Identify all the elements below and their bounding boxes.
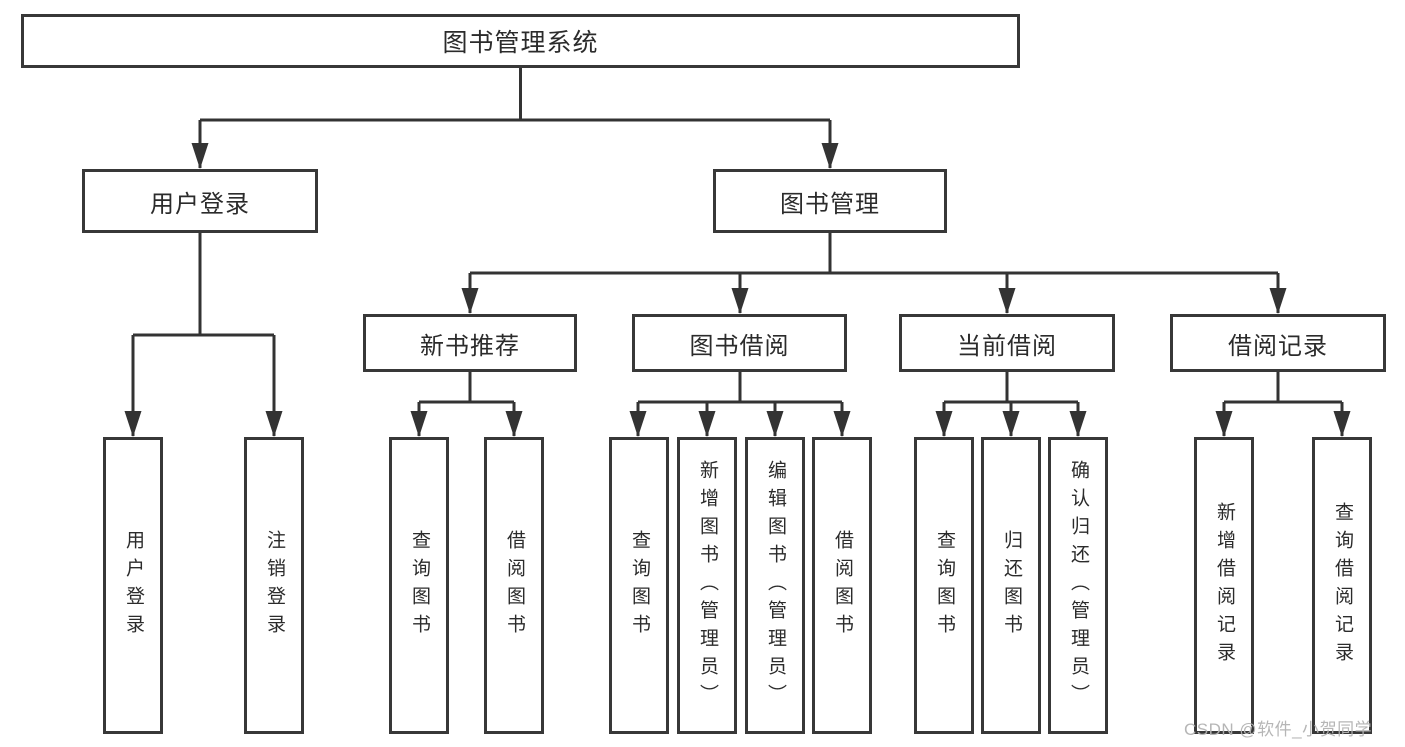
node-current-borrow: 当前借阅 (899, 314, 1115, 372)
node-label: 查询图书 (628, 529, 650, 642)
node-label: 图书管理 (780, 190, 880, 218)
node-label: 新增图书（管理员） (696, 459, 718, 712)
connector-book-borrow-branch (638, 372, 842, 404)
leaf-add-borrow-record: 新增借阅记录 (1194, 437, 1254, 734)
node-label: 图书借阅 (689, 332, 790, 360)
node-label: 当前借阅 (957, 332, 1057, 360)
node-library-management-system: 图书管理系统 (21, 14, 1020, 68)
connector-borrow-records-branch (1224, 372, 1342, 404)
leaf-return-books: 归还图书 (981, 437, 1041, 734)
connector-new-book-recommend-branch (419, 372, 514, 404)
node-label: 新书推荐 (420, 332, 520, 360)
node-label: 图书管理系统 (442, 29, 599, 57)
leaf-edit-book-admin: 编辑图书（管理员） (745, 437, 805, 734)
leaf-confirm-return-admin: 确认归还（管理员） (1048, 437, 1108, 734)
node-label: 用户登录 (122, 529, 144, 642)
node-label: 用户登录 (150, 190, 250, 218)
connector-user-login-branch (133, 233, 274, 337)
connector-book-management-branch (470, 233, 1278, 275)
leaf-user-login: 用户登录 (103, 437, 163, 734)
leaf-query-books-borrow: 查询图书 (609, 437, 669, 734)
node-label: 确认归还（管理员） (1067, 459, 1089, 712)
leaf-query-books-current: 查询图书 (914, 437, 974, 734)
node-label: 注销登录 (263, 529, 285, 642)
leaf-add-book-admin: 新增图书（管理员） (677, 437, 737, 734)
leaf-borrow-books-recommend: 借阅图书 (484, 437, 544, 734)
node-label: 编辑图书（管理员） (764, 459, 786, 712)
leaf-borrow-books-borrow: 借阅图书 (812, 437, 872, 734)
csdn-watermark: CSDN @软件_小贺同学 (1184, 720, 1373, 739)
leaf-query-borrow-record: 查询借阅记录 (1312, 437, 1372, 734)
leaf-logout: 注销登录 (244, 437, 304, 734)
node-new-book-recommend: 新书推荐 (363, 314, 577, 372)
node-label: 查询图书 (408, 529, 430, 642)
node-label: 借阅图书 (503, 529, 525, 642)
node-label: 借阅图书 (831, 529, 853, 642)
node-book-borrow: 图书借阅 (632, 314, 847, 372)
node-user-login: 用户登录 (82, 169, 318, 233)
connector-current-borrow-branch (944, 372, 1078, 404)
node-label: 借阅记录 (1228, 332, 1328, 360)
node-book-management: 图书管理 (713, 169, 947, 233)
node-borrow-records: 借阅记录 (1170, 314, 1386, 372)
node-label: 查询借阅记录 (1331, 501, 1353, 670)
node-label: 查询图书 (933, 529, 955, 642)
node-label: 新增借阅记录 (1213, 501, 1235, 670)
leaf-query-books-recommend: 查询图书 (389, 437, 449, 734)
connector-root-branch (200, 68, 830, 122)
node-label: 归还图书 (1000, 529, 1022, 642)
